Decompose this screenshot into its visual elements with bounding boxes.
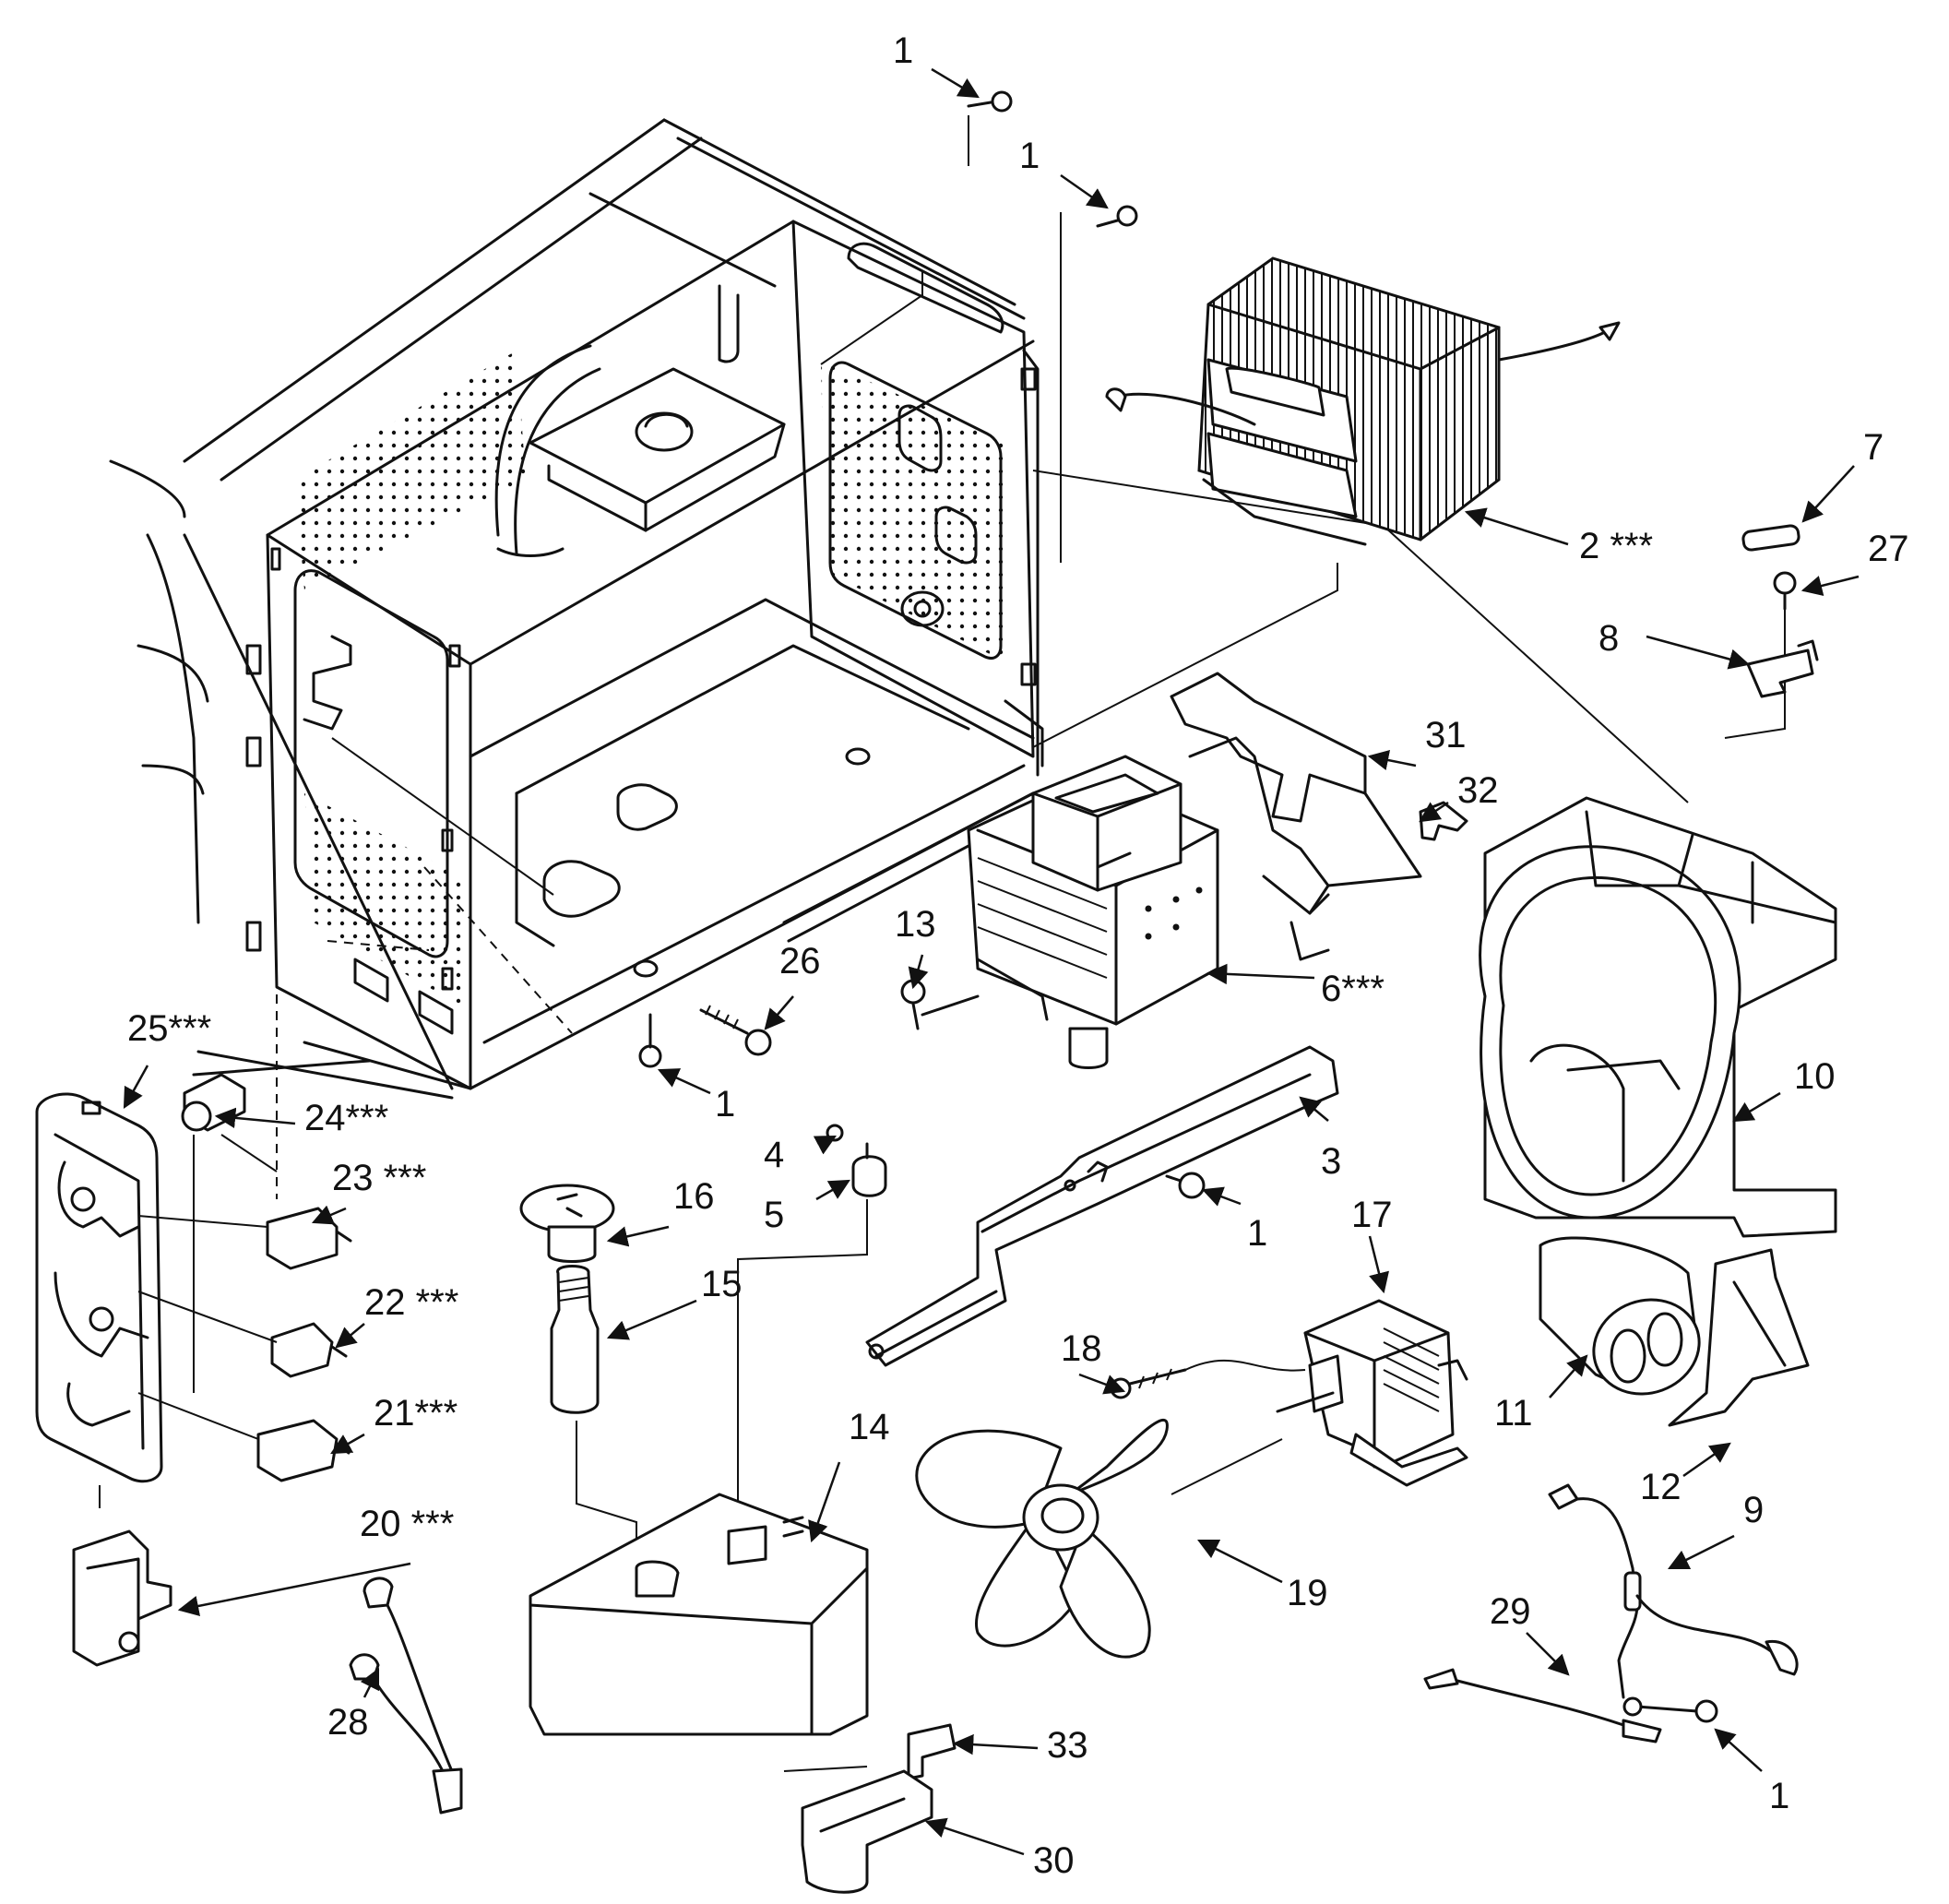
callout-26: 26 xyxy=(779,941,821,982)
screw-1-top xyxy=(967,90,1013,166)
duct-14 xyxy=(529,1493,869,1736)
door-latch-board-25 xyxy=(35,1092,163,1508)
callout-25: 25*** xyxy=(127,1008,211,1049)
callout-20: 20 *** xyxy=(360,1504,454,1544)
callout-24: 24*** xyxy=(304,1098,388,1138)
callout-27: 27 xyxy=(1868,529,1909,569)
screw-1-upper xyxy=(1096,205,1138,228)
screw-18 xyxy=(1110,1359,1306,1399)
screw-1-noise-filter xyxy=(1635,1699,1718,1723)
switch-24 xyxy=(181,1073,278,1393)
callout-22: 22 *** xyxy=(364,1282,458,1323)
fan-blade-19 xyxy=(915,1418,1283,1659)
switch-22 xyxy=(137,1291,348,1378)
screw-1-floor xyxy=(638,1013,662,1068)
callout-1c: 1 xyxy=(715,1084,735,1125)
screw-13 xyxy=(900,979,926,1030)
callout-14: 14 xyxy=(849,1407,890,1447)
bar-3 xyxy=(865,1045,1339,1367)
callout-29: 29 xyxy=(1490,1591,1531,1632)
magnetron-6 xyxy=(921,755,1219,1069)
callout-15: 15 xyxy=(701,1264,743,1304)
lamp-socket-16 xyxy=(519,1184,615,1263)
wire-28 xyxy=(349,1577,463,1815)
capacitor-11 xyxy=(1539,1236,1701,1396)
fuse-holder-8 xyxy=(1746,639,1819,698)
callout-19: 19 xyxy=(1287,1573,1328,1613)
callout-leaders xyxy=(123,67,1860,1856)
callout-4: 4 xyxy=(764,1135,784,1175)
thermal-cutout-4-5 xyxy=(737,1124,887,1513)
callout-32: 32 xyxy=(1457,770,1499,811)
callout-33: 33 xyxy=(1047,1725,1088,1766)
callout-16: 16 xyxy=(673,1176,715,1217)
switch-21 xyxy=(137,1392,351,1482)
callout-23: 23 *** xyxy=(332,1158,426,1198)
callout-10: 10 xyxy=(1794,1056,1836,1097)
lamp-bulb-15 xyxy=(550,1265,637,1559)
switch-23 xyxy=(137,1207,352,1270)
callout-12: 12 xyxy=(1640,1467,1682,1507)
callout-31: 31 xyxy=(1425,715,1467,756)
oven-cavity-cabinet xyxy=(109,118,1689,1199)
callout-11: 11 xyxy=(1494,1393,1533,1434)
callout-6: 6*** xyxy=(1321,969,1385,1009)
callout-9: 9 xyxy=(1743,1490,1764,1530)
callout-28: 28 xyxy=(327,1702,369,1743)
callout-1a: 1 xyxy=(893,30,913,71)
latch-20 xyxy=(72,1529,172,1667)
high-voltage-transformer xyxy=(1105,256,1621,546)
callout-1d: 1 xyxy=(1247,1213,1267,1254)
bracket-30 xyxy=(783,1766,933,1894)
screw-26 xyxy=(699,1005,772,1056)
capacitor-bracket-12 xyxy=(1668,1248,1810,1427)
fan-duct-10 xyxy=(1479,796,1837,1238)
callout-1e: 1 xyxy=(1769,1776,1789,1816)
bracket-33 xyxy=(907,1723,957,1780)
callout-21: 21*** xyxy=(374,1393,458,1434)
callout-30: 30 xyxy=(1033,1840,1075,1881)
callout-5: 5 xyxy=(764,1195,784,1235)
callout-2: 2 *** xyxy=(1579,526,1653,566)
fan-motor-17 xyxy=(1276,1299,1468,1487)
callout-8: 8 xyxy=(1598,618,1619,659)
screw-1-bracket xyxy=(1165,1172,1206,1199)
callout-18: 18 xyxy=(1061,1328,1102,1369)
screw-27 xyxy=(1724,571,1797,739)
fuse-7 xyxy=(1741,524,1800,552)
air-guide-31 xyxy=(1170,672,1422,961)
callout-7: 7 xyxy=(1863,427,1884,468)
wire-29 xyxy=(1423,1668,1662,1743)
callout-1b: 1 xyxy=(1019,136,1040,176)
callout-13: 13 xyxy=(895,904,936,945)
callout-labels: 1 1 1 1 1 2 *** 3 4 5 6*** 7 8 9 10 11 1… xyxy=(127,30,1909,1881)
callout-17: 17 xyxy=(1351,1195,1393,1235)
callout-3: 3 xyxy=(1321,1141,1341,1182)
noise-filter-wire-9 xyxy=(1548,1483,1799,1717)
